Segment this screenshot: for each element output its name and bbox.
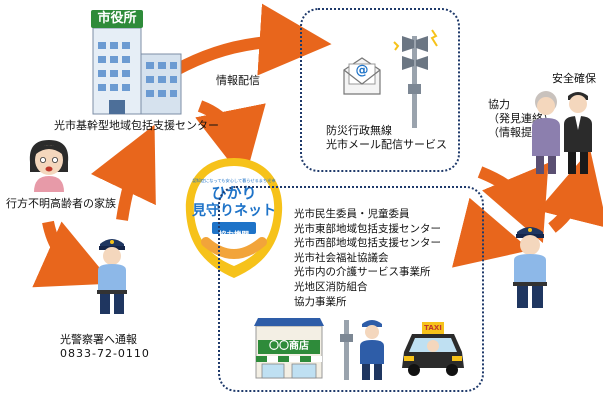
arrow-police-to-safety (537, 149, 603, 233)
network-logo: 認知症になっても安心して暮らせるまち光市 ひかり 見守りネット 協力機関 (182, 154, 286, 282)
shop-illustration: 〇〇商店 (252, 318, 326, 380)
org-item: 光市西部地域包括支援センター (294, 237, 441, 250)
network-logo-tagline: 認知症になっても安心して暮らせるまち光市 (192, 178, 276, 183)
organizations-box (218, 186, 484, 392)
organizations-list: 光市民生委員・児童委員 光市東部地域包括支援センター 光市西部地域包括支援センタ… (294, 207, 441, 309)
org-item: 光市内の介護サービス事業所 (294, 266, 431, 279)
org-item: 光市東部地域包括支援センター (294, 222, 441, 235)
loudspeaker-tower-icon (392, 24, 440, 128)
police-officer-left-illustration (92, 234, 132, 316)
taxi-illustration: TAXI (398, 314, 468, 378)
arrow-broadcast-to-police (477, 162, 549, 244)
email-icon: @ (340, 56, 384, 96)
shop-sign: 〇〇商店 (258, 340, 320, 354)
police-phone-number: 0833-72-0110 (60, 347, 150, 360)
police-left-label: 光警察署へ通報 0833-72-0110 (60, 333, 150, 360)
taxi-sign: TAXI (424, 324, 442, 332)
arrow-police-to-cityhall (90, 124, 156, 221)
safety-label: 安全確保 (552, 72, 596, 85)
city-hall-illustration: 市役所 (85, 8, 185, 116)
arrow-cityhall-to-network (195, 100, 266, 181)
arrow-cityhall-to-broadcast (173, 3, 332, 76)
arrow-orgs-to-police (452, 197, 531, 268)
flow-label-info-delivery: 情報配信 (216, 74, 260, 87)
org-item: 協力事業所 (294, 295, 347, 308)
email-at-symbol: @ (355, 63, 369, 78)
broadcast-box (300, 8, 460, 172)
city-hall-label: 光市基幹型地域包括支援センター (54, 119, 219, 132)
family-illustration (24, 138, 74, 192)
city-hall-sign: 市役所 (91, 10, 143, 28)
network-logo-title-line2: 見守りネット (192, 203, 276, 219)
worker-illustration (336, 316, 388, 382)
org-item: 光地区消防組合 (294, 280, 368, 293)
org-item: 光市社会福祉協議会 (294, 251, 389, 264)
elderly-and-helper-illustration (526, 86, 600, 178)
network-logo-sublabel: 協力機関 (212, 222, 256, 239)
org-item: 光市民生委員・児童委員 (294, 208, 410, 220)
arrow-family-to-police (32, 220, 113, 288)
family-label: 行方不明高齢者の家族 (6, 197, 116, 210)
broadcast-label: 防災行政無線 光市メール配信サービス (326, 124, 447, 151)
police-officer-right-illustration (508, 222, 552, 310)
